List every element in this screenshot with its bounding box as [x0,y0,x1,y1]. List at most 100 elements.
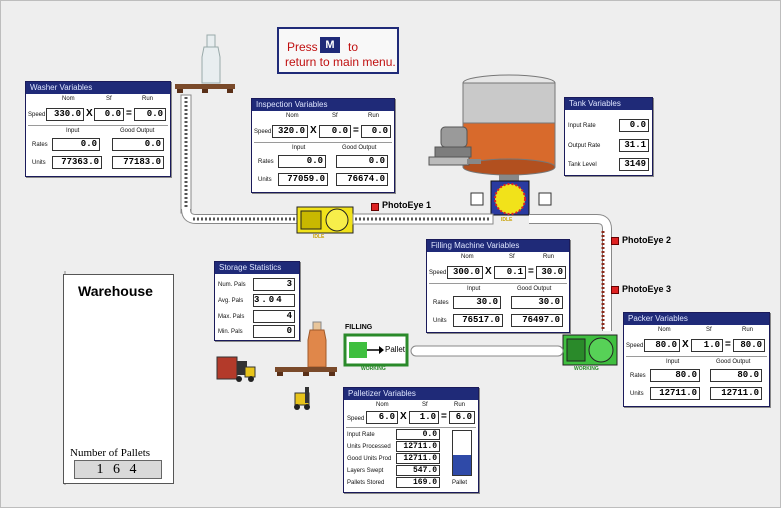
good-output-label: Good Output [517,286,552,292]
panel-title: Packer Variables [624,313,769,325]
avg-pals-label: Avg. Pals [218,298,244,304]
speed-sf-value: 1.0 [691,339,723,352]
speed-run-value: 6.0 [449,411,475,424]
good-units-label: Good Units Prod [347,456,392,462]
sf-label: Sf [332,113,338,119]
menu-return-text: return to main menu. [285,55,396,69]
output-rate-value: 31.1 [619,139,649,152]
tank-icon [462,74,556,183]
speed-nom-value: 6.0 [366,411,398,424]
panel-title: Inspection Variables [252,99,394,111]
max-pals-value: 4 [253,310,295,323]
rates-label: Rates [433,300,449,306]
photoeye-1-indicator [371,203,379,211]
units-output-value: 12711.0 [710,387,762,400]
main-menu-prompt[interactable]: Press M to return to main menu. [277,27,399,74]
sf-label: Sf [706,327,712,333]
product-bottle-icon [307,321,327,368]
forklift-icon [294,387,310,410]
times-symbol: X [485,266,492,277]
nom-label: Nom [376,402,389,408]
input-rate-label: Input Rate [568,123,596,129]
units-output-value: 77183.0 [112,156,164,169]
speed-label: Speed [28,112,46,118]
nom-label: Nom [62,96,75,102]
rates-output-value: 0.0 [112,138,164,151]
pallet-level-gauge [452,430,472,476]
times-symbol: X [400,411,407,422]
times-symbol: X [682,339,689,350]
nom-label: Nom [286,113,299,119]
speed-label: Speed [254,129,272,135]
warehouse-title: Warehouse [78,283,153,299]
input-label: Input [467,286,481,292]
separator [28,125,168,126]
storage-statistics-panel: Storage Statistics Num. Pals 3 Avg. Pals… [214,261,300,341]
menu-key-m[interactable]: M [320,37,340,53]
rates-input-value: 0.0 [52,138,100,151]
run-label: Run [742,327,754,333]
speed-run-value: 80.0 [733,339,765,352]
inspection-status: IDLE [313,234,325,240]
palletizer-machine-icon [343,333,409,367]
number-of-pallets-label: Number of Pallets [70,447,151,459]
rates-output-value: 80.0 [710,369,762,382]
input-rate-value: 0.0 [619,119,649,132]
pallets-stored-value: 169.0 [396,477,440,488]
warehouse-panel: Warehouse Number of Pallets 1 6 4 [63,274,174,484]
units-label: Units [433,318,447,324]
photoeye-1-label: PhotoEye 1 [382,200,432,210]
speed-nom-value: 80.0 [644,339,680,352]
layers-swept-value: 547.0 [396,465,440,476]
photoeye-2-indicator [611,237,619,245]
separator [626,356,767,357]
num-pals-label: Num. Pals [218,282,246,288]
pump-icon [428,126,481,166]
palletizer-status: WORKING [361,366,386,372]
units-label: Units [32,160,46,166]
speed-label: Speed [626,343,644,349]
input-label: Input [66,128,80,134]
filling-variables-panel: Filling Machine Variables Nom Sf Run Spe… [426,239,570,333]
input-label: Input [292,145,306,151]
speed-sf-value: 0.0 [94,108,124,121]
speed-run-value: 0.0 [361,125,391,138]
run-label: Run [142,96,154,102]
inspection-variables-panel: Inspection Variables Nom Sf Run Speed 32… [251,98,395,193]
packer-status: WORKING [574,366,599,372]
units-input-value: 77363.0 [52,156,102,169]
good-units-value: 12711.0 [396,453,440,464]
units-input-value: 76517.0 [453,314,503,327]
rates-label: Rates [32,142,48,148]
equals-symbol: = [353,125,359,136]
times-symbol: X [310,125,317,136]
good-output-label: Good Output [716,359,751,365]
equals-symbol: = [126,108,132,119]
forklift-icon [216,356,256,382]
units-output-value: 76497.0 [511,314,563,327]
times-symbol: X [86,108,93,119]
rates-input-value: 80.0 [650,369,700,382]
rates-output-value: 30.0 [511,296,563,309]
tank-level-value: 3149 [619,158,649,171]
rates-output-value: 0.0 [336,155,388,168]
separator [429,283,567,284]
max-pals-label: Max. Pals [218,314,245,320]
separator [254,142,392,143]
units-processed-value: 12711.0 [396,441,440,452]
panel-title: Tank Variables [565,98,652,110]
good-output-label: Good Output [120,128,155,134]
units-processed-label: Units Processed [347,444,391,450]
panel-title: Washer Variables [26,82,170,94]
sf-label: Sf [422,402,428,408]
equals-symbol: = [441,411,447,422]
input-label: Input [666,359,680,365]
units-input-value: 12711.0 [650,387,700,400]
packer-machine-icon [562,334,618,366]
speed-nom-value: 320.0 [272,125,308,138]
equals-symbol: = [725,339,731,350]
panel-title: Palletizer Variables [344,388,478,400]
units-output-value: 76674.0 [336,173,388,186]
